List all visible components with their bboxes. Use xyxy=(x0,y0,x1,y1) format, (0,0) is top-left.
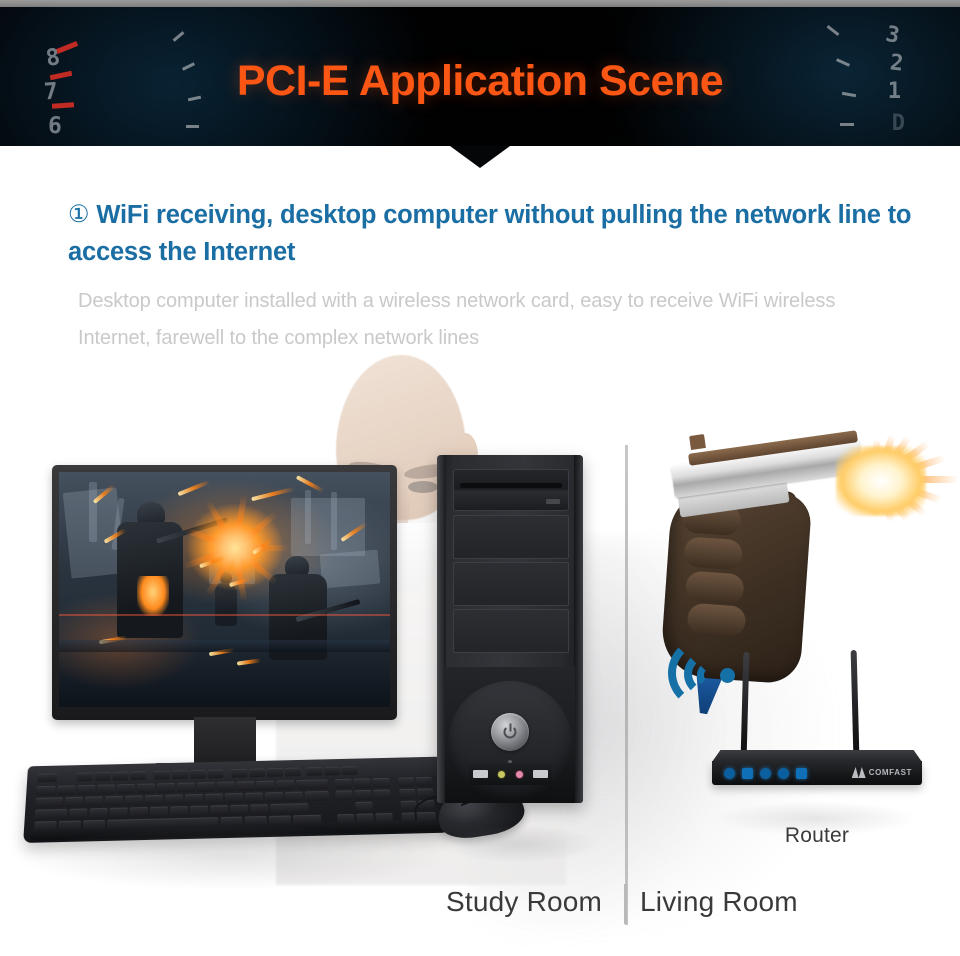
tower-status-led xyxy=(508,760,512,764)
audio-out-jack[interactable] xyxy=(496,769,506,779)
tower-drive-bay-3 xyxy=(453,609,569,653)
scene-illustration: COMFAST Router xyxy=(0,350,960,956)
room-label-divider xyxy=(624,884,627,924)
tower-edge-left xyxy=(437,455,446,803)
router-led-indicators xyxy=(724,768,807,779)
game-explosion-burst xyxy=(183,494,289,602)
wifi-arc-outer xyxy=(668,637,740,709)
wifi-arc-middle xyxy=(684,651,730,697)
router-top-surface xyxy=(712,750,922,762)
power-button[interactable] xyxy=(491,713,529,751)
router-antenna-left xyxy=(740,651,750,759)
monitor-screen xyxy=(59,472,390,707)
router-brand-logo: COMFAST xyxy=(851,767,912,778)
router-lan-led xyxy=(796,768,807,779)
room-divider-line-upper xyxy=(625,445,628,925)
router-power-led xyxy=(724,768,735,779)
wifi-dot xyxy=(720,668,735,683)
floor-shadow xyxy=(0,780,960,940)
power-icon xyxy=(503,725,517,739)
speedometer-background: 8 7 6 3 2 1 D xyxy=(0,7,960,146)
living-room-label: Living Room xyxy=(640,886,798,917)
pistol-with-muzzle-flash xyxy=(610,370,960,710)
router-wifi-led xyxy=(760,768,771,779)
microphone-jack[interactable] xyxy=(514,769,524,779)
tower-drive-bay-1 xyxy=(453,515,569,559)
tower-drive-bay-2 xyxy=(453,562,569,606)
comfast-logo-mark xyxy=(851,767,866,778)
router-wan-led xyxy=(778,768,789,779)
router-status-led xyxy=(742,768,753,779)
usb-port-1[interactable] xyxy=(472,770,488,778)
gauge-ticks-right xyxy=(660,7,960,146)
gaming-monitor xyxy=(52,465,397,797)
desktop-pc-tower xyxy=(437,455,583,803)
router-label: Router xyxy=(712,824,922,848)
wifi-arc-inner xyxy=(697,662,723,688)
optical-drive-eject-button[interactable] xyxy=(546,499,560,504)
wifi-signal-icon xyxy=(664,635,744,717)
tower-front-ports[interactable] xyxy=(468,763,552,785)
top-gray-bar xyxy=(0,0,960,7)
usb-port-2[interactable] xyxy=(532,770,548,778)
gauge-number-1: 1 xyxy=(887,79,902,104)
pistol-front-sight xyxy=(689,434,706,450)
gauge-number-6: 6 xyxy=(47,112,64,140)
game-soldier-center xyxy=(215,582,237,626)
study-room-label: Study Room xyxy=(446,886,603,917)
gauge-ticks-left xyxy=(0,7,300,146)
section-body-text: Desktop computer installed with a wirele… xyxy=(78,290,836,349)
character-eye-right xyxy=(408,481,438,493)
banner-notch-arrow xyxy=(450,146,510,168)
optical-drive-slot xyxy=(460,483,562,488)
page-title: PCI-E Application Scene xyxy=(236,57,724,105)
game-soldier-head-right xyxy=(285,556,309,578)
router-antenna-right xyxy=(850,649,860,757)
router-brand-name: COMFAST xyxy=(868,768,912,777)
heading-text: WiFi receiving, desktop computer without… xyxy=(68,201,912,266)
heading-number-marker: ① xyxy=(68,201,90,228)
gauge-letter-d: D xyxy=(891,111,906,136)
tower-optical-drive[interactable] xyxy=(453,469,569,511)
muzzle-flash xyxy=(796,386,960,566)
header-banner: 8 7 6 3 2 1 D PCI-E Application Scene xyxy=(0,7,960,146)
tower-edge-right xyxy=(574,455,583,803)
wifi-router: COMFAST xyxy=(712,649,922,785)
